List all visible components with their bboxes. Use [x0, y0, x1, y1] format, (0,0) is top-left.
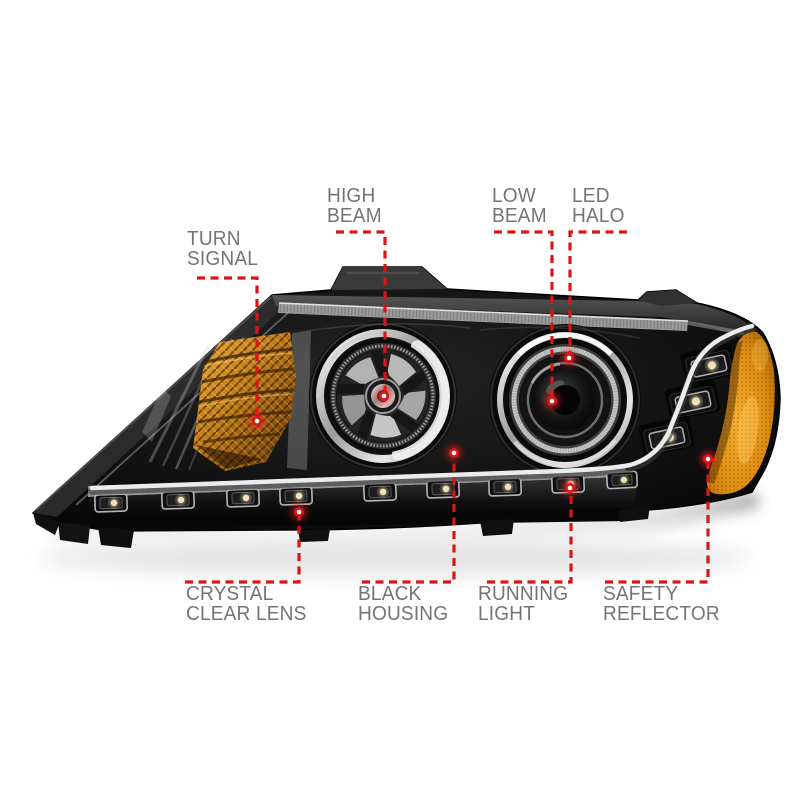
dot-core-running-light: [567, 485, 573, 491]
callout-line-low-beam: [494, 230, 554, 396]
dot-core-turn-signal: [254, 418, 260, 424]
housing-contours: [299, 323, 641, 339]
dot-core-black-housing: [451, 450, 457, 456]
callout-crystal-clear-lens: [185, 503, 308, 584]
callout-black-housing: [362, 444, 463, 584]
running-light-modules: [94, 470, 639, 513]
callout-turn-signal: [197, 276, 266, 430]
high-beam-reflector-facets: [337, 350, 427, 439]
callout-led-halo: [560, 230, 627, 367]
callout-line-turn-signal: [197, 276, 259, 416]
dot-core-led-halo: [566, 355, 572, 361]
dot-core-high-beam: [381, 393, 387, 399]
top-face: [272, 267, 757, 341]
mounting-brackets: [33, 506, 650, 548]
callout-line-safety-reflector: [605, 464, 710, 584]
chrome-s-curve-trim: [88, 323, 756, 495]
low-beam-projector: [489, 324, 641, 476]
safety-reflector-lens: [706, 331, 775, 495]
callout-line-black-housing: [362, 458, 456, 584]
callout-line-running-light: [487, 493, 573, 584]
callout-low-beam: [494, 230, 561, 410]
callout-line-high-beam: [336, 230, 387, 391]
dot-core-safety-reflector: [705, 456, 711, 462]
callout-running-light: [487, 479, 579, 584]
callout-safety-reflector: [605, 450, 717, 584]
mount-bracket: [638, 290, 697, 306]
dot-core-low-beam: [549, 398, 555, 404]
turn-signal-lens: [193, 332, 296, 471]
callout-high-beam: [336, 230, 393, 405]
callout-line-crystal-clear-lens: [185, 517, 301, 584]
dot-core-crystal-clear-lens: [296, 509, 302, 515]
callout-line-led-halo: [568, 230, 627, 353]
